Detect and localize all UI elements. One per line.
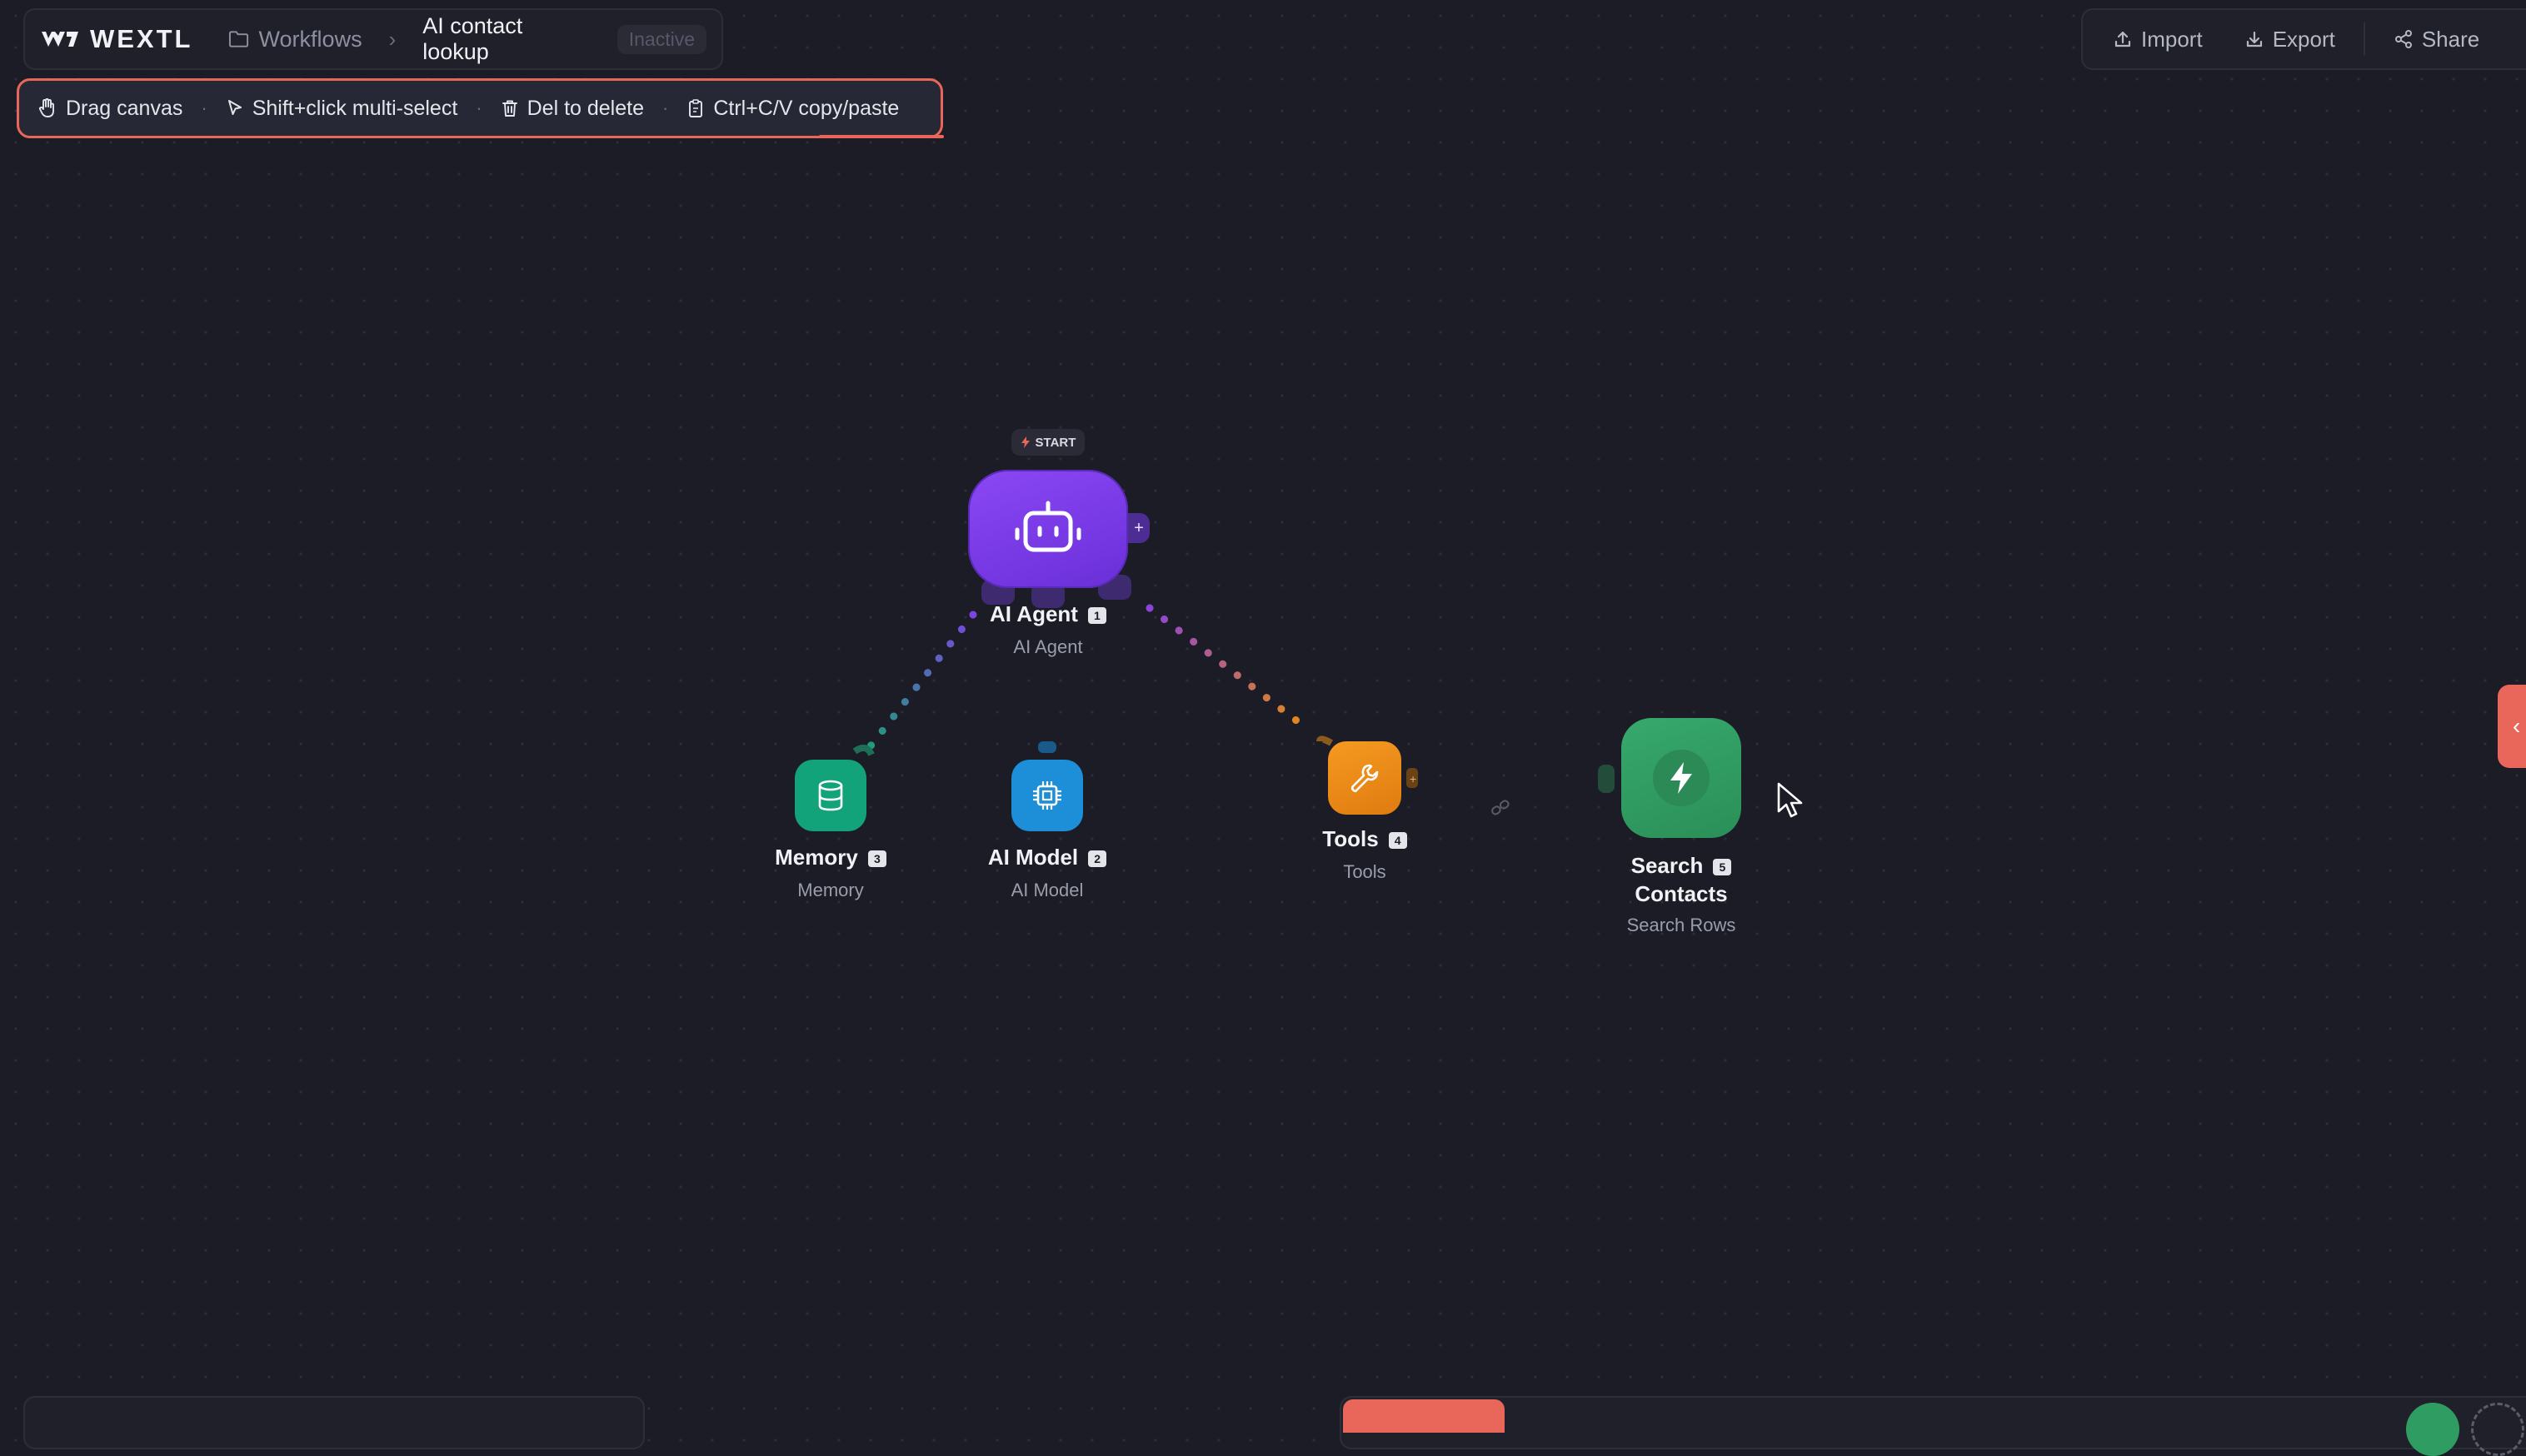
- separator-dot: ·: [662, 97, 669, 118]
- node-subtitle: Search Rows: [1626, 915, 1736, 935]
- edge-agent-tools: [1146, 604, 1304, 727]
- start-label: START: [1035, 435, 1076, 450]
- database-icon: [818, 780, 843, 811]
- hint-multi-select: Shift+click multi-select: [226, 96, 458, 121]
- separator-dot: ·: [476, 97, 482, 118]
- tools-output-plus: +: [1410, 772, 1416, 785]
- node-ai-agent[interactable]: [968, 470, 1128, 588]
- folder-icon: [228, 31, 248, 47]
- agent-output-port[interactable]: +: [1128, 513, 1150, 543]
- node-number-badge: 1: [1087, 607, 1106, 625]
- toolbar: Import Export Share: [2081, 8, 2526, 70]
- model-input-port: [1038, 741, 1056, 753]
- node-subtitle: AI Agent: [1013, 636, 1083, 657]
- chevron-left-icon: ‹: [2513, 713, 2521, 739]
- chevron-right-icon: ›: [388, 26, 397, 52]
- trash-icon: [502, 100, 517, 117]
- progress-underline: [819, 135, 944, 138]
- hint-label: Shift+click multi-select: [252, 96, 458, 120]
- clipboard-icon: [689, 99, 703, 117]
- hint-label: Ctrl+C/V copy/paste: [713, 96, 900, 120]
- bottom-active-tab[interactable]: [1343, 1399, 1505, 1433]
- export-label: Export: [2272, 26, 2335, 52]
- workflow-header: WEXTL Workflows › AI contact lookup Inac…: [23, 8, 723, 70]
- node-search-contacts[interactable]: [1621, 718, 1741, 838]
- node-subtitle: AI Model: [1011, 880, 1084, 900]
- node-tools[interactable]: [1328, 741, 1401, 815]
- hint-label: Drag canvas: [66, 96, 183, 120]
- breadcrumb: Workflows › AI contact lookup Inactive: [228, 13, 706, 65]
- tools-input-port: [1316, 735, 1333, 746]
- workflow-edges: +: [852, 575, 1615, 815]
- chip-icon: [1033, 781, 1061, 810]
- node-number-badge: 2: [1088, 850, 1107, 868]
- node-icon-circle: [1653, 750, 1710, 806]
- side-panel-toggle[interactable]: ‹: [2498, 685, 2526, 768]
- export-button[interactable]: Export: [2244, 27, 2335, 52]
- hint-delete: Del to delete: [501, 97, 644, 121]
- node-subtitle: Tools: [1343, 861, 1386, 882]
- node-number-badge: 3: [867, 850, 886, 868]
- start-badge: START: [1011, 429, 1085, 456]
- lightning-icon: [1021, 436, 1030, 448]
- edge-agent-memory: [862, 611, 977, 755]
- mouse-cursor-icon: [1777, 782, 1803, 818]
- tools-output-port: [1406, 768, 1418, 788]
- node-subtitle: Memory: [797, 880, 864, 900]
- node-memory[interactable]: [795, 760, 866, 831]
- node-ai-model[interactable]: [1011, 760, 1083, 831]
- logo-mark-icon: [42, 32, 78, 47]
- wrench-icon: [1350, 764, 1379, 793]
- node-number-badge: 4: [1388, 832, 1407, 850]
- search-input-port: [1598, 765, 1615, 793]
- status-badge: Inactive: [617, 24, 706, 54]
- pointer-icon: [227, 100, 242, 115]
- run-button[interactable]: [2406, 1403, 2459, 1456]
- lightning-icon: [1670, 762, 1692, 794]
- download-icon: [2246, 31, 2262, 47]
- link-icon: [1491, 800, 1510, 815]
- share-icon: [2394, 30, 2412, 48]
- import-label: Import: [2141, 26, 2203, 52]
- hint-drag-canvas: Drag canvas: [37, 97, 182, 121]
- agent-bottom-port: [1031, 583, 1065, 608]
- shortcut-hints-bar: Drag canvas · Shift+click multi-select ·…: [17, 78, 944, 138]
- bottom-right-panel: [1340, 1396, 2526, 1449]
- breadcrumb-workflows-link[interactable]: Workflows: [258, 26, 362, 52]
- node-number-badge: 5: [1713, 859, 1732, 876]
- logo-text: WEXTL: [90, 24, 193, 53]
- hint-label: Del to delete: [527, 96, 644, 120]
- toolbar-divider: [2363, 22, 2365, 56]
- memory-input-port: [852, 744, 875, 756]
- separator-dot: ·: [201, 97, 207, 118]
- share-button[interactable]: Share: [2394, 27, 2479, 52]
- robot-icon: [1015, 501, 1081, 552]
- hand-icon: [38, 98, 54, 117]
- add-node-button[interactable]: [2471, 1403, 2524, 1456]
- share-label: Share: [2421, 26, 2480, 52]
- workflow-name[interactable]: AI contact lookup: [422, 13, 523, 64]
- import-button[interactable]: Import: [2113, 27, 2203, 52]
- hint-copy-paste: Ctrl+C/V copy/paste: [686, 97, 899, 121]
- bottom-left-panel: [23, 1396, 645, 1449]
- upload-icon: [2114, 31, 2131, 47]
- logo[interactable]: WEXTL: [40, 24, 193, 54]
